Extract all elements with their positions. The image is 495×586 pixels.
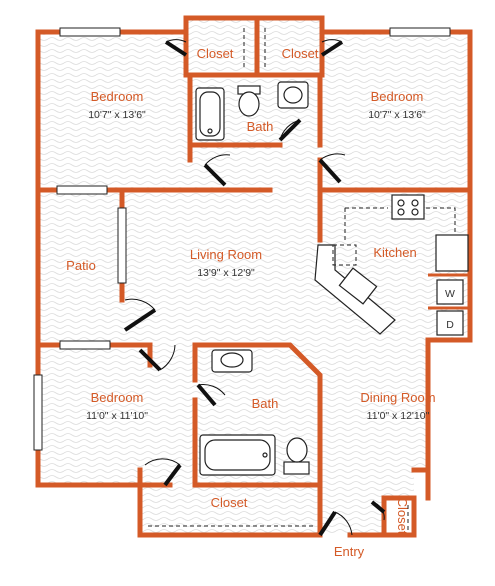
room-dims-bedroom-top-left: 10'7" x 13'6" bbox=[88, 109, 146, 121]
room-dims-bedroom-top-right: 10'7" x 13'6" bbox=[368, 109, 426, 121]
room-dims-living-room: 13'9" x 12'9" bbox=[197, 267, 255, 279]
room-name-bedroom-bottom: Bedroom bbox=[91, 390, 144, 405]
doors bbox=[123, 39, 386, 537]
room-labels: Bedroom 10'7" x 13'6" Bedroom 10'7" x 13… bbox=[66, 46, 455, 559]
dryer-label: D bbox=[446, 319, 454, 331]
room-name-closet-entry: Closet bbox=[395, 498, 410, 535]
room-name-kitchen: Kitchen bbox=[373, 245, 416, 260]
room-name-bedroom-top-right: Bedroom bbox=[371, 89, 424, 104]
room-name-patio: Patio bbox=[66, 258, 96, 273]
room-name-closet-top-left: Closet bbox=[197, 46, 234, 61]
room-name-dining-room: Dining Room bbox=[360, 390, 435, 405]
room-name-closet-top-right: Closet bbox=[282, 46, 319, 61]
floor-fill bbox=[38, 18, 470, 535]
fixtures bbox=[195, 81, 469, 476]
room-dims-dining-room: 11'0" x 12'10" bbox=[367, 410, 430, 422]
entry-label: Entry bbox=[334, 544, 365, 559]
room-name-bath-bottom: Bath bbox=[252, 396, 279, 411]
room-name-bedroom-top-left: Bedroom bbox=[91, 89, 144, 104]
interior-walls bbox=[35, 15, 473, 538]
room-dims-bedroom-bottom: 11'0" x 11'10" bbox=[86, 410, 148, 422]
room-name-closet-bottom: Closet bbox=[211, 495, 248, 510]
closet-rods bbox=[148, 28, 409, 530]
windows bbox=[33, 27, 451, 451]
room-name-living-room: Living Room bbox=[190, 247, 262, 262]
washer-label: W bbox=[445, 288, 455, 300]
room-name-bath-top: Bath bbox=[247, 119, 274, 134]
